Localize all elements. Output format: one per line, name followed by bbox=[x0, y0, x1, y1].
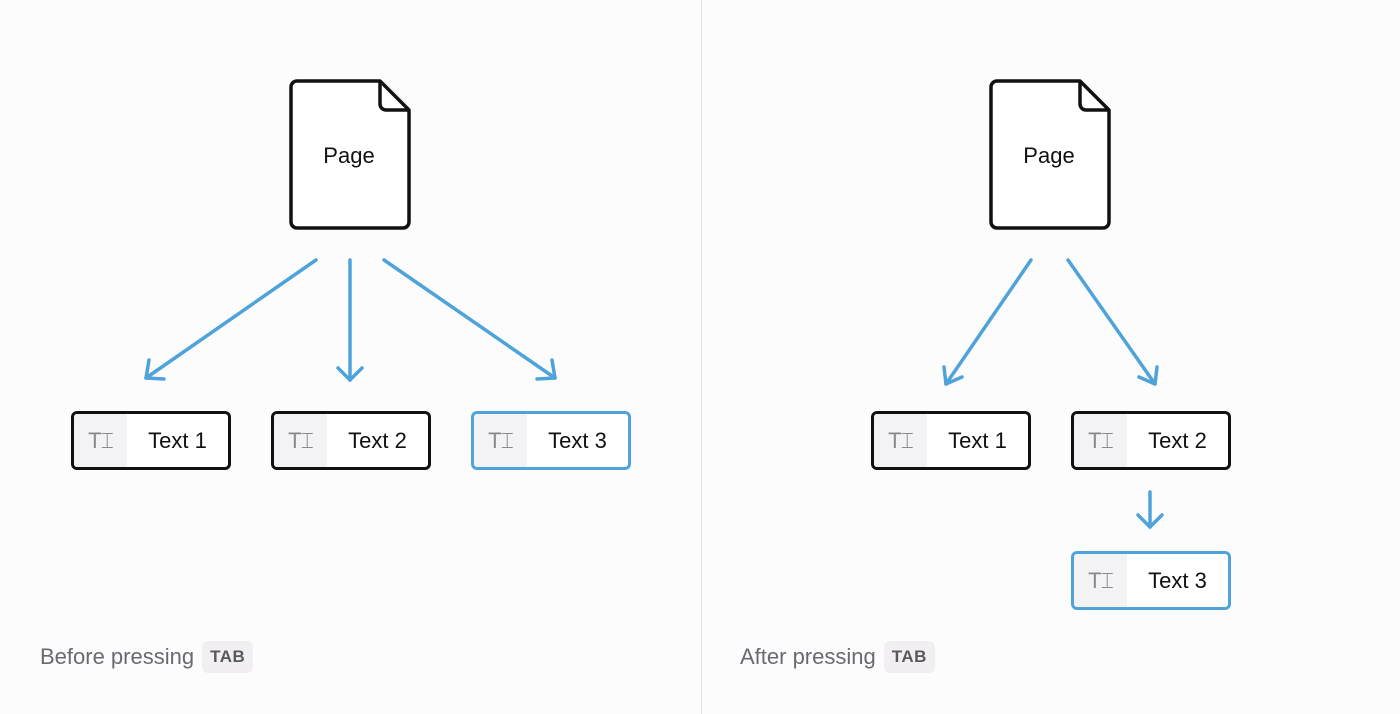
tab-key-badge: TAB bbox=[883, 641, 935, 673]
caption-before: Before pressing TAB bbox=[40, 641, 254, 673]
arrow-page-to-text2-after bbox=[1066, 258, 1159, 386]
text-cursor-icon: T⌶ bbox=[74, 414, 127, 467]
text-block-label: Text 3 bbox=[548, 427, 607, 453]
text-block-1-before[interactable]: T⌶ Text 1 bbox=[71, 411, 231, 470]
tab-key-badge: TAB bbox=[202, 641, 254, 673]
text-cursor-icon: T⌶ bbox=[874, 414, 927, 467]
text-cursor-icon: T⌶ bbox=[474, 414, 527, 467]
arrow-text2-to-text3-after bbox=[1136, 490, 1164, 529]
text-block-label: Text 1 bbox=[948, 427, 1007, 453]
text-block-1-after[interactable]: T⌶ Text 1 bbox=[871, 411, 1031, 470]
panel-divider bbox=[701, 0, 702, 714]
arrow-page-to-text3-before bbox=[382, 258, 557, 381]
text-block-2-before[interactable]: T⌶ Text 2 bbox=[271, 411, 431, 470]
arrow-page-to-text1-before bbox=[144, 258, 318, 381]
arrow-page-to-text2-before bbox=[336, 258, 364, 382]
caption-text: After pressing bbox=[740, 644, 876, 669]
text-block-2-after[interactable]: T⌶ Text 2 bbox=[1071, 411, 1231, 470]
text-block-label: Text 3 bbox=[1148, 567, 1207, 593]
text-block-label: Text 2 bbox=[348, 427, 407, 453]
text-block-3-after-selected[interactable]: T⌶ Text 3 bbox=[1071, 551, 1231, 610]
page-label-before: Page bbox=[323, 143, 374, 168]
caption-text: Before pressing bbox=[40, 644, 195, 669]
text-cursor-icon: T⌶ bbox=[1074, 554, 1127, 607]
text-cursor-icon: T⌶ bbox=[1074, 414, 1127, 467]
page-label-after: Page bbox=[1023, 143, 1074, 168]
caption-after: After pressing TAB bbox=[740, 641, 935, 673]
arrow-page-to-text1-after bbox=[942, 258, 1033, 386]
text-block-label: Text 2 bbox=[1148, 427, 1207, 453]
text-cursor-icon: T⌶ bbox=[274, 414, 327, 467]
text-block-label: Text 1 bbox=[148, 427, 207, 453]
text-block-3-before-selected[interactable]: T⌶ Text 3 bbox=[471, 411, 631, 470]
